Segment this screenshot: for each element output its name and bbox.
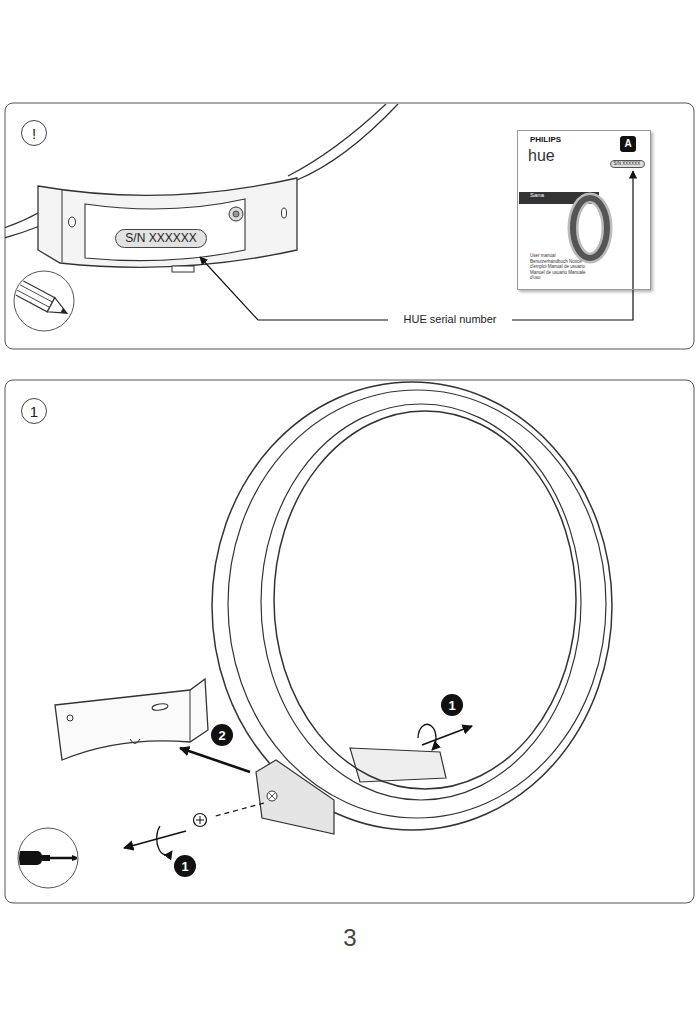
callout-circle: 2 [211,724,233,746]
screwdriver-icon [14,851,80,865]
screw-hole [267,791,277,801]
leader-arrow [512,171,633,320]
ring-edge [297,104,398,180]
bracket-housing [38,178,297,267]
bracket-hole [67,715,73,721]
ring-detail [5,104,398,272]
pencil-tip [47,298,70,321]
serial-label: S/N XXXXXX [610,160,645,168]
energy-badge: A [620,136,636,152]
cover-ring [573,198,607,258]
serial-number: S/N XXXXXX [125,232,196,244]
bracket-notch [130,739,140,744]
note-marker: ! [21,120,47,146]
screw-head [233,211,239,217]
base-block [256,760,334,834]
leader-arrow [200,257,388,320]
screwdriver-shaft [50,857,72,860]
screw-hole-cross [269,793,275,799]
product-name: Sana [530,192,544,199]
callout-number: 1 [181,860,188,873]
base-block [350,748,446,782]
housing-recess [85,199,245,261]
pencil-line [11,287,50,308]
product-logo: hue [528,147,555,165]
rotate-arrow [418,724,436,750]
screwdriver-tip [72,855,80,861]
pencil-body [8,277,54,312]
step-number: 1 [30,404,38,419]
ring-edge [261,404,581,800]
move-arrow [180,748,250,772]
ring-edge [5,212,40,228]
energy-class: A [624,139,631,149]
ring-edge [228,390,606,818]
mount-slot [282,208,287,218]
brand-name: PHILIPS [530,136,561,145]
rotate-arrow [157,826,172,855]
screwdriver-handle [14,851,42,865]
step-panel [5,380,694,903]
screwdriver-collar [42,855,50,861]
cover-ring-glow [573,198,607,258]
serial-number: S/N XXXXXX [614,162,641,167]
wall-bracket [55,679,208,760]
housing-tab [172,266,194,272]
pencil-lead [60,308,68,316]
bracket-edge [190,690,191,742]
unscrew-arrow [422,726,472,745]
manual-booklet: PHILIPS hueSanaUser manual Benutzerhandbu… [517,130,651,290]
leader-label: HUE serial number [401,313,500,326]
callout-number: 1 [448,699,455,712]
note-symbol: ! [32,126,36,141]
ring-inner [274,411,576,789]
callout-number: 2 [218,729,225,742]
ring-light [212,382,612,834]
callout-circle: 1 [441,694,463,716]
bracket-slot [152,703,169,711]
screw [229,207,243,221]
ring-edge [5,226,40,238]
ring-edge [288,104,386,176]
pencil-icon [8,277,70,320]
screw-path [212,803,264,817]
step-marker: 1 [21,398,47,424]
mount-hole [69,217,76,227]
page-number: 3 [340,924,359,953]
screw [194,814,207,827]
screw-cross [196,816,204,824]
note-panel [5,103,694,349]
housing-edge [62,190,63,262]
manual-languages: User manual Benutzerhandbuch Notice d'em… [530,253,586,281]
callout-circle: 1 [174,855,196,877]
unscrew-arrow [124,831,186,848]
serial-label: S/N XXXXXX [115,229,207,248]
